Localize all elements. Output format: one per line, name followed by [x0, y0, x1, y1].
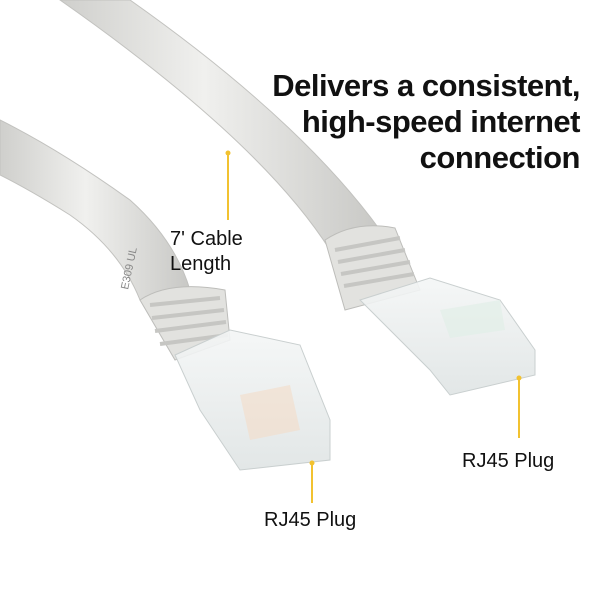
plug-right-label: RJ45 Plug — [462, 450, 555, 472]
headline-line: connection — [419, 140, 581, 175]
plug-right-connector — [359, 277, 536, 396]
headline: Delivers a consistent, high-speed intern… — [272, 68, 580, 176]
cable-left — [0, 119, 191, 301]
plug-left-label: RJ45 Plug — [264, 509, 357, 531]
headline-line: Delivers a consistent, — [272, 68, 580, 103]
cable-length-label: 7' Cable Length — [170, 227, 243, 277]
cable-length-line2: Length — [170, 253, 232, 275]
cable-length-line1: 7' Cable — [170, 228, 243, 250]
headline-line: high-speed internet — [301, 104, 581, 139]
